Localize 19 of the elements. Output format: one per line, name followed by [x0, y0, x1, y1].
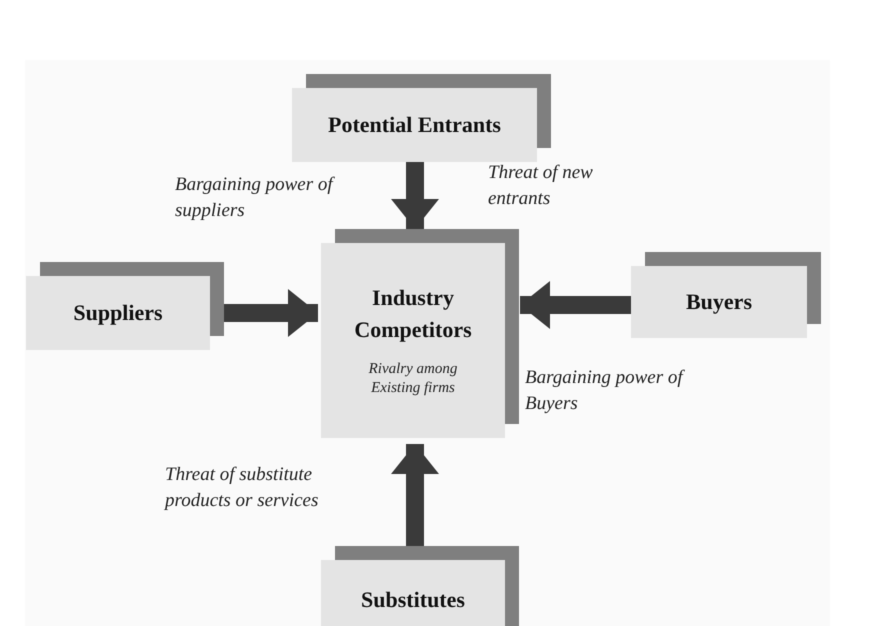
arrow [520, 281, 631, 329]
force-label: Threat of new entrants [488, 161, 594, 211]
arrow [223, 289, 318, 337]
process-box [321, 229, 519, 438]
box-title: Suppliers [73, 299, 163, 328]
box-title: Potential Entrants [328, 111, 501, 140]
box-title: Industry Competitors [353, 284, 473, 344]
process-box [292, 74, 551, 162]
process-box [26, 262, 224, 350]
box-description: Rivalry among Existing firms [368, 360, 458, 398]
arrow [391, 162, 439, 229]
force-label: Threat of substitute products or services [165, 463, 320, 513]
process-box [321, 546, 519, 626]
force-label: Bargaining power of suppliers [175, 173, 335, 223]
arrow [391, 444, 439, 546]
box-title: Buyers [686, 288, 752, 316]
force-label: Bargaining power of Buyers [525, 366, 686, 416]
box-title: Substitutes [361, 586, 465, 614]
process-box [631, 252, 821, 338]
